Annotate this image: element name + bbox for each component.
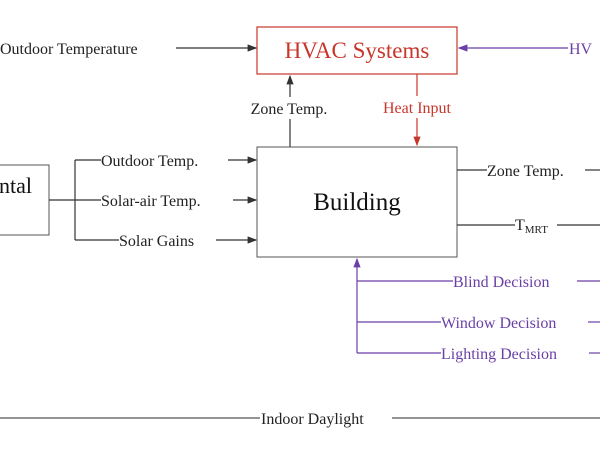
solar-air-temp-label: Solar-air Temp. [101,193,201,210]
zone-temp-up-label-background [238,97,340,119]
indoor-daylight-label: Indoor Daylight [261,411,364,428]
environmental-label: ntal [0,173,32,198]
hvac-label: HVAC Systems [285,38,430,63]
building-box [256,146,458,258]
building-label: Building [313,189,401,216]
heat-input-label-background [372,96,462,118]
solar-gains-label: Solar Gains [119,233,194,250]
tmrt-main-text: T [515,217,525,234]
window-decision-label: Window Decision [441,315,556,332]
hvac-decision-label: HV [569,41,593,58]
hvac-box [256,26,458,75]
lighting-decision-label: Lighting Decision [441,346,557,363]
blind-decision-label: Blind Decision [453,274,549,291]
zone-temp-up-label: Zone Temp. [251,101,328,118]
tmrt-subscript: MRT [525,224,548,236]
outdoor-temperature-label: Outdoor Temperature [0,41,138,58]
tmrt-label: TMRT [515,217,548,236]
zone-temp-out-label: Zone Temp. [487,163,564,180]
outdoor-temp-label: Outdoor Temp. [101,153,198,170]
heat-input-label: Heat Input [383,100,452,117]
environmental-box [0,164,50,236]
